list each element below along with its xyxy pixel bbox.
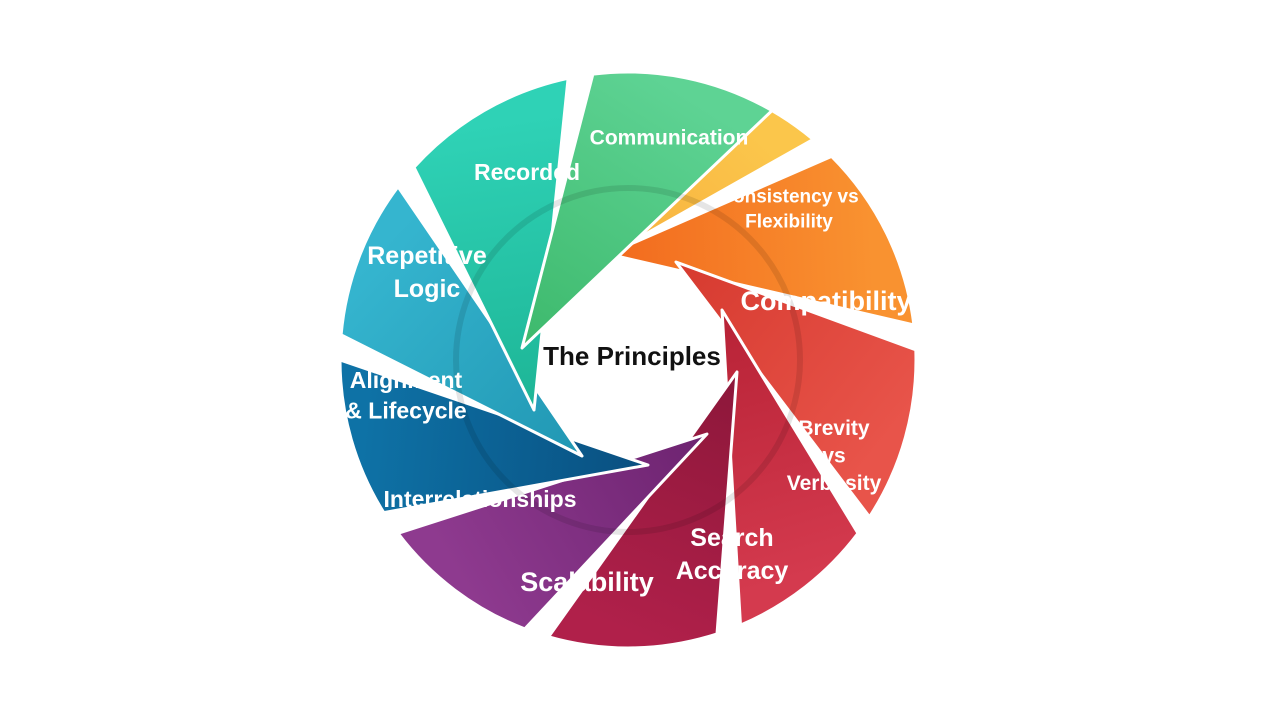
center-label: The Principles (543, 341, 721, 371)
segment-label-compatibility: Compatibility (740, 286, 911, 316)
segment-label-line: Consistency vs (719, 187, 858, 208)
segments-layer (338, 70, 918, 650)
segment-label-line: vs (822, 445, 845, 468)
segment-label-line: Verbosity (787, 472, 882, 495)
segment-recorded (520, 70, 774, 350)
segment-label-communication: Communication (590, 127, 749, 150)
segment-label-line: Flexibility (745, 212, 833, 233)
segment-label-line: Search (690, 524, 773, 552)
segment-label-line: Alignment (350, 367, 463, 393)
segment-label-line: Repetitive (367, 242, 487, 270)
segment-interrelationships (338, 358, 650, 515)
segment-scalability (396, 432, 709, 631)
inner-shading-ring (453, 185, 803, 535)
segment-label-interrelationships: Interrelationships (384, 486, 577, 512)
segment-label-line: Communication (590, 127, 749, 150)
segment-label-line: Compatibility (740, 286, 911, 316)
segment-label-line: Scalability (520, 567, 654, 597)
segment-brevity-vs-verbosity (720, 308, 860, 627)
segment-label-line: & Lifecycle (345, 397, 466, 423)
segment-compatibility (674, 260, 918, 519)
segment-label-line: Interrelationships (384, 486, 577, 512)
segment-alignment-lifecycle (339, 185, 584, 458)
segment-label-line: Accuracy (676, 557, 789, 585)
segment-label-scalability: Scalability (520, 567, 654, 597)
segment-label-line: Logic (394, 275, 461, 303)
segment-label-alignment-lifecycle: Alignment & Lifecycle (345, 367, 466, 423)
segment-label-consistency-vs-flexibility: Consistency vs Flexibility (719, 187, 858, 233)
segment-label-line: Brevity (798, 417, 870, 440)
segment-label-recorded: Recorded (474, 159, 580, 185)
segment-consistency-vs-flexibility (606, 154, 916, 327)
segment-label-line: Recorded (474, 159, 580, 185)
